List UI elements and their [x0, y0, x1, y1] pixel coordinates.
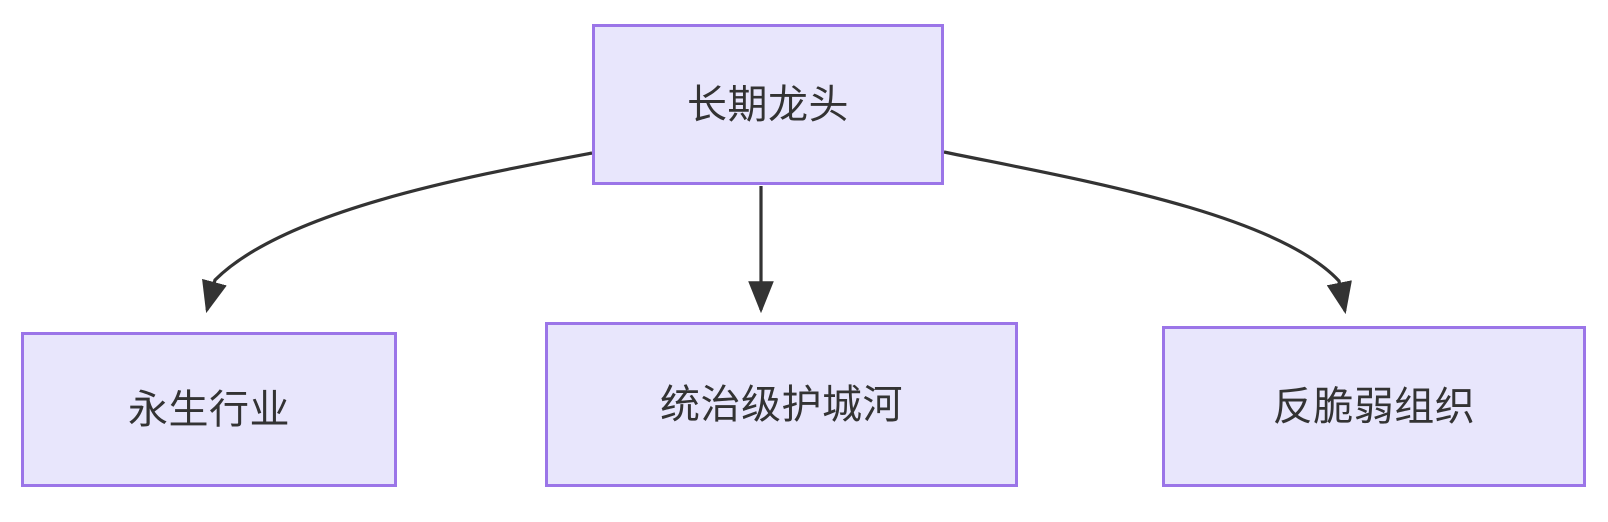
flow-node-child-2-label: 反脆弱组织: [1272, 384, 1476, 429]
flow-node-child-0[interactable]: 永生行业: [21, 332, 397, 487]
flow-node-root[interactable]: 长期龙头: [592, 24, 944, 185]
flow-node-child-1[interactable]: 统治级护城河: [545, 322, 1018, 487]
edge-root-to-child-0: [202, 151, 593, 314]
flow-node-child-0-label: 永生行业: [128, 387, 290, 432]
flow-node-root-label: 长期龙头: [687, 82, 849, 127]
flow-node-child-1-label: 统治级护城河: [660, 382, 903, 427]
flow-node-child-2[interactable]: 反脆弱组织: [1162, 326, 1586, 487]
edge-root-to-child-2: [943, 150, 1352, 315]
